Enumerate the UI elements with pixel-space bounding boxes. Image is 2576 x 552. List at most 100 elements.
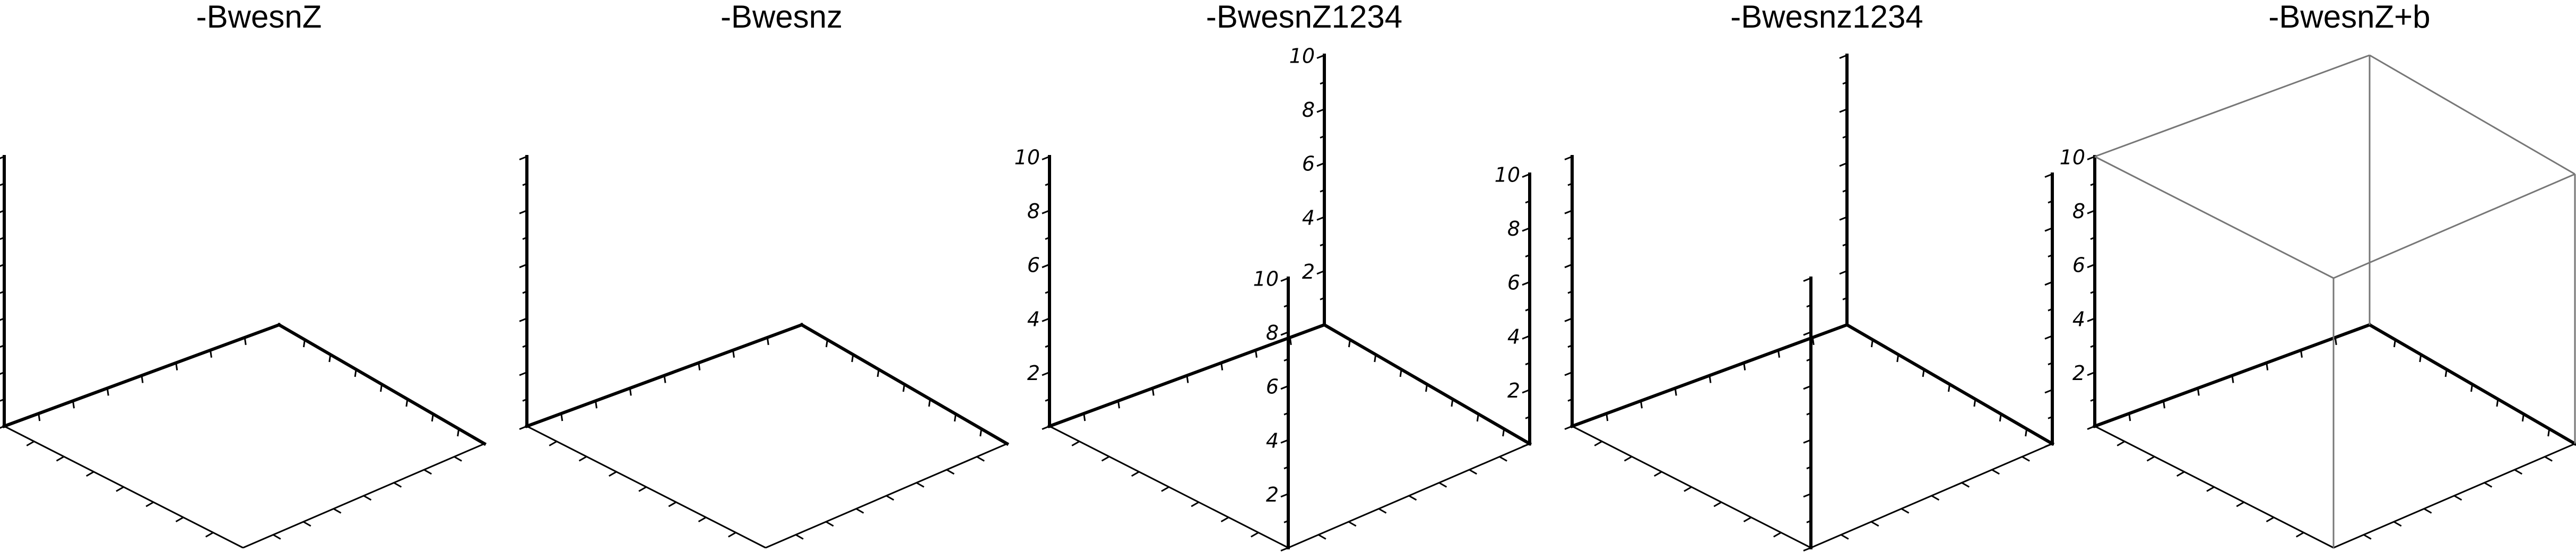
z-tick [2044,443,2053,447]
z-tick [1842,297,1848,300]
z-tick [0,156,5,159]
x-tick [86,471,94,477]
x-tick-north [766,337,769,346]
x-tick [1131,471,1140,477]
x-tick-north [141,375,144,383]
panel-4: -Bwesnz1234 [1564,0,2055,551]
x-tick [1161,486,1169,492]
y-tick-north [953,413,957,422]
y-tick-north [1870,339,1874,348]
z-tick [1803,547,1811,551]
z-tick [1839,216,1848,221]
z-tick-label: 10 [1014,146,1040,169]
z-tick [2087,372,2095,376]
z-tick [1839,270,1848,275]
y-tick-north [1374,354,1377,363]
x-tick [2236,501,2244,507]
x-tick [26,441,34,446]
z-tick [0,237,5,240]
x-tick-north [2266,363,2269,370]
z-tick [519,156,527,160]
x-tick-north [1220,363,1224,370]
y-tick [1961,482,1970,488]
x-tick-north [2300,350,2303,358]
panel-title: -BwesnZ1234 [1206,0,1402,34]
x-tick [698,516,707,523]
z-tick-label: 10 [2060,146,2085,169]
x-tick-north [1674,388,1677,396]
z-tick [1283,412,1289,416]
z-tick [1806,520,1811,523]
z-tick [1316,324,1325,329]
z-tick [0,372,5,375]
y-tick-north [1348,339,1351,348]
y-tick-north [302,339,306,348]
x-tick [1594,441,1602,446]
z-tick-label: 6 [1027,254,1040,277]
z-tick [1839,324,1848,329]
y-tick [1931,495,1940,501]
y-tick-north [431,413,434,422]
x-tick-north [698,363,701,370]
z-tick [2087,210,2095,214]
z-tick [1316,270,1325,275]
y-tick-north [2470,384,2473,392]
x-tick-north [629,388,632,396]
x-tick [1624,455,1633,462]
z-tick [1842,189,1848,193]
z-tick [1803,277,1811,282]
y-tick [333,508,342,514]
z-tick [1280,277,1289,282]
x-tick-north [595,401,597,409]
x-tick [2206,486,2215,492]
z-tick-label: 10 [1253,268,1279,291]
y-tick-north [2393,339,2396,348]
z-tick [522,290,527,294]
y-tick [273,534,281,540]
z-tick [1522,335,1530,340]
x-tick-north [106,388,109,396]
z-tick [2087,317,2095,322]
y-tick [886,495,895,501]
y-tick-north [1973,399,1976,407]
x-tick [668,501,676,507]
z-tick [2048,254,2053,257]
z-tick [1280,331,1289,336]
y-tick-north [457,428,460,437]
z-tick [1567,344,1573,348]
z-tick [2048,362,2053,366]
y-tick [1991,469,2000,475]
z-tick-label: 2 [1302,260,1315,283]
z-tick [0,425,5,429]
y-tick [2022,456,2030,462]
y-tick-north [1922,369,1925,377]
z-tick [522,398,527,402]
panel-title: -BwesnZ [196,0,322,34]
y-tick [1469,469,1477,475]
x-tick-north [1255,350,1257,358]
x-tick-north [175,363,178,370]
z-tick [2090,237,2095,240]
y-tick [1499,456,1507,462]
y-tick [2453,495,2462,501]
z-tick [1564,425,1573,430]
z-tick [519,210,527,214]
z-tick [1525,200,1530,204]
y-tick-north [2521,413,2525,422]
x-tick-north [2231,375,2234,383]
x-tick [1071,441,1080,446]
z-tick [1280,439,1289,444]
x-tick [609,471,617,477]
x-tick-north [1743,363,1746,370]
z-tick-label: 8 [1507,217,1520,240]
y-tick [855,508,864,514]
z-tick [1564,210,1573,214]
z-tick [1045,237,1050,240]
z-tick [2087,425,2095,430]
y-tick-north [825,339,828,348]
y-tick [1871,521,1879,527]
z-tick [1316,54,1325,59]
z-tick-label: 8 [1027,200,1040,223]
x-tick [2117,441,2125,446]
z-tick [2048,416,2053,419]
